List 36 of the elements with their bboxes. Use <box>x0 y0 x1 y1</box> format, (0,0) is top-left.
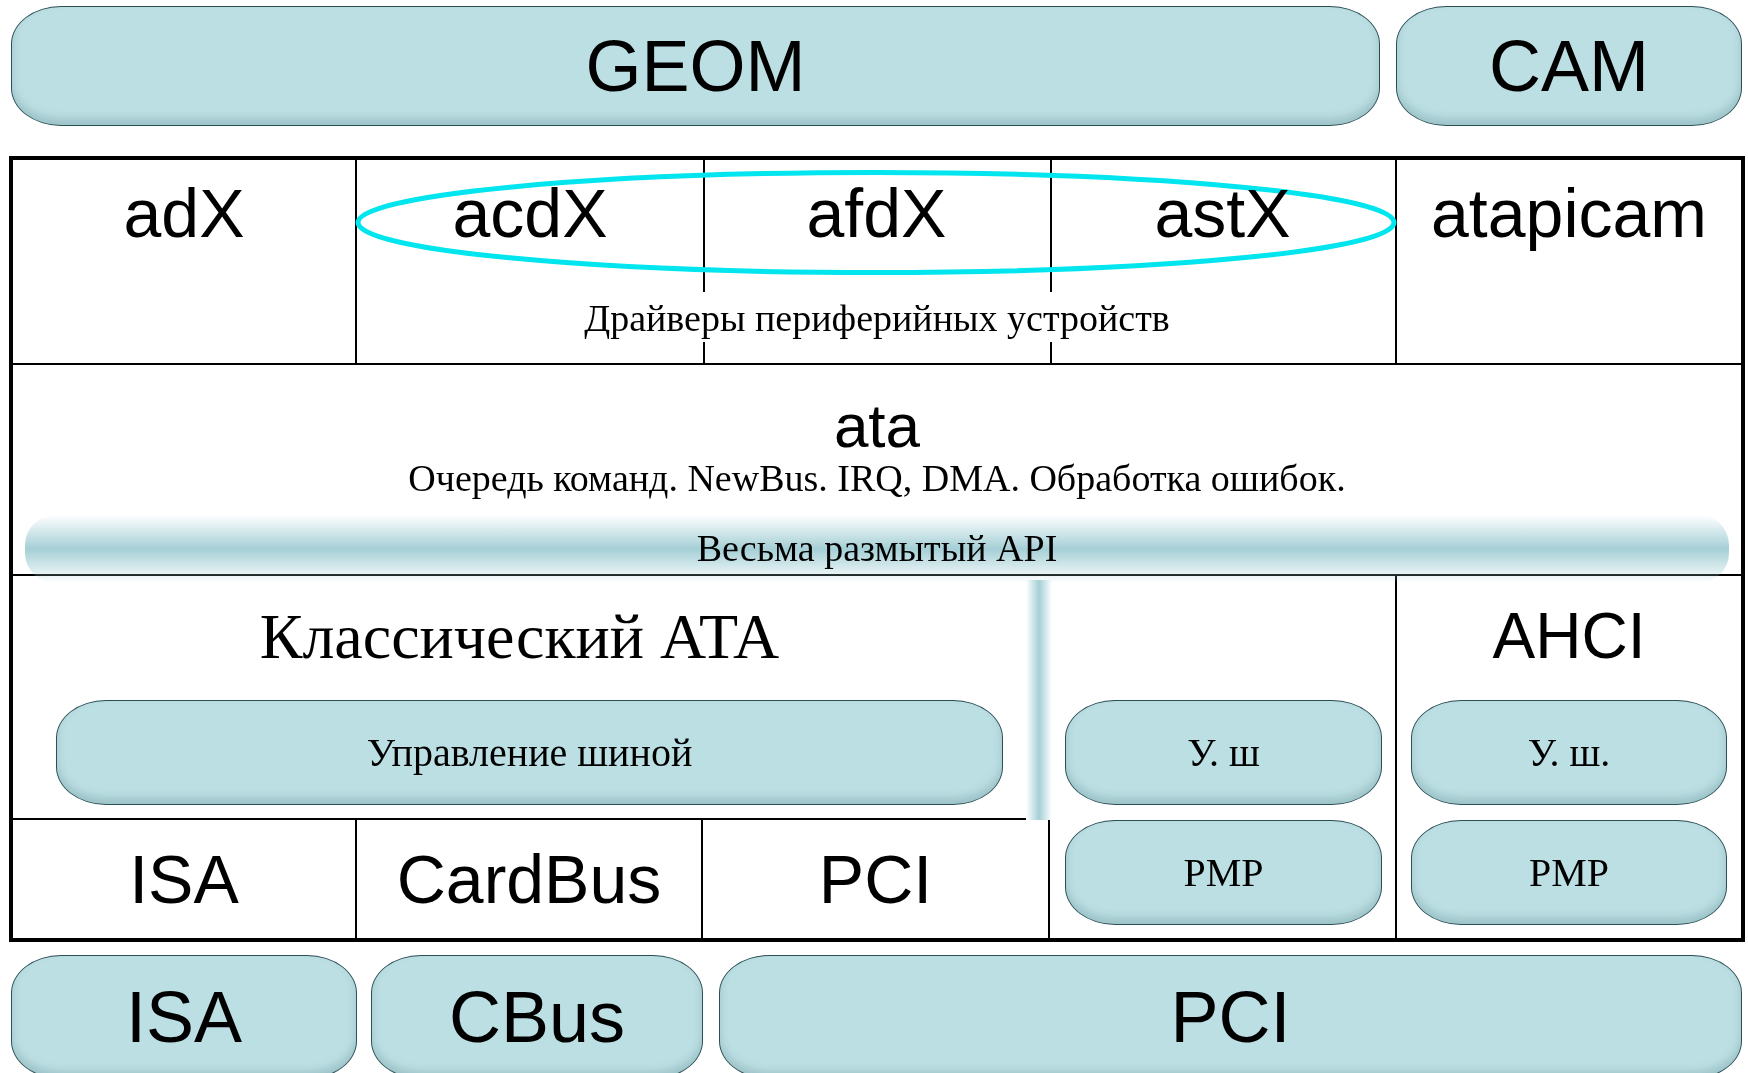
node-text: Управление шиной <box>366 729 693 776</box>
node-text: AHCI <box>1492 600 1646 674</box>
frame-box <box>9 156 1745 942</box>
node-text: Весьма размытый API <box>696 527 1058 571</box>
rounded-box <box>1411 700 1727 805</box>
node-text: afdX <box>806 174 947 253</box>
table-cell <box>13 160 357 365</box>
group-label: Драйверы периферийных устройств <box>583 298 1171 340</box>
node-text: ISA <box>125 975 243 1059</box>
node-text: atapicam <box>1431 174 1707 253</box>
node-text: PMP <box>1528 849 1610 896</box>
rounded-box <box>11 6 1380 126</box>
node-text: PCI <box>1170 975 1291 1059</box>
api-band <box>25 515 1729 583</box>
node-text: У. ш. <box>1527 729 1611 776</box>
node-text: acdX <box>452 174 608 253</box>
rounded-box <box>56 700 1003 805</box>
node-text: PCI <box>818 840 933 919</box>
node-text: ISA <box>129 840 239 919</box>
rounded-box <box>11 955 357 1073</box>
node-text: CAM <box>1489 24 1649 108</box>
node-text: CBus <box>448 975 626 1059</box>
node-text: astX <box>1154 174 1291 253</box>
rounded-box <box>1411 820 1727 925</box>
node-text: CardBus <box>396 840 662 919</box>
node-text: Классический ATA <box>259 600 780 674</box>
node-text: adX <box>123 174 245 253</box>
node-text: У. ш <box>1187 729 1260 776</box>
rounded-box <box>719 955 1742 1073</box>
rounded-box <box>1065 700 1382 805</box>
rounded-box <box>1396 6 1742 126</box>
rounded-box <box>371 955 703 1073</box>
divider-bar <box>1026 580 1052 820</box>
node-text: GEOM <box>585 24 806 108</box>
node-text: PMP <box>1183 849 1264 896</box>
rounded-box <box>1065 820 1382 925</box>
